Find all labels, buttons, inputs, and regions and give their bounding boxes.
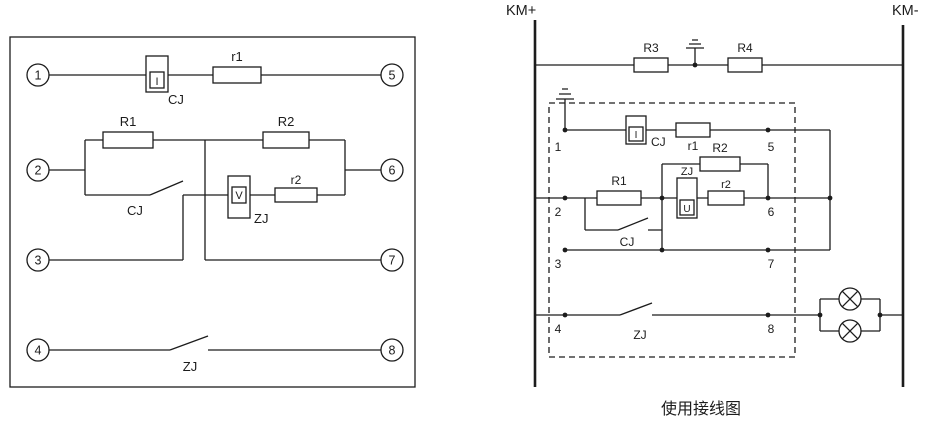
- resistor-r1-label: r1: [231, 49, 243, 64]
- terminal-5-number: 5: [768, 140, 775, 154]
- resistor-R4: [727, 57, 763, 73]
- internal-terminals: 1 2 3 4 5 6 7 8: [26, 63, 404, 362]
- terminal-3-number: 3: [555, 257, 562, 271]
- terminal-3-circle: [26, 248, 50, 272]
- lamp-cross-icon: [841, 290, 859, 308]
- top-row-wires: [535, 39, 903, 66]
- terminal-4-number: 4: [555, 322, 562, 336]
- terminal-6-number: 6: [768, 205, 775, 219]
- resistor-R3: [633, 57, 669, 73]
- terminal-6-circle: [380, 158, 404, 182]
- internal-diagram-border: [9, 36, 416, 388]
- terminal-5-point: [765, 127, 771, 133]
- junction-dot: [659, 195, 665, 201]
- terminal-8-point: [765, 312, 771, 318]
- terminal-3-point: [562, 247, 568, 253]
- bus-km-plus-label: KM+: [506, 3, 536, 19]
- terminal-2-circle: [26, 158, 50, 182]
- resistor-r1: [212, 66, 262, 84]
- ground-symbol: [556, 88, 574, 130]
- terminal-8-number: 8: [389, 344, 396, 358]
- terminal-7-number: 7: [768, 257, 775, 271]
- wiring-diagram: KM+ KM- R3 R4 I CJ r1 R1 R2 U ZJ r2: [506, 3, 919, 418]
- resistor-R2: [262, 131, 310, 149]
- voltage-element-letter: U: [683, 204, 690, 215]
- current-coil-inner-box: [149, 71, 165, 89]
- resistor-R1: [596, 190, 642, 206]
- current-coil-letter: I: [635, 130, 638, 141]
- junction-dot: [817, 312, 823, 318]
- terminal-3-number: 3: [35, 254, 42, 268]
- cj-contact-label: CJ: [620, 235, 635, 249]
- diagram-caption: 使用接线图: [661, 400, 741, 418]
- terminal-2-number: 2: [555, 205, 562, 219]
- junction-dot: [692, 62, 698, 68]
- terminal-7-number: 7: [389, 254, 396, 268]
- resistor-R1: [102, 131, 154, 149]
- resistor-R1-label: R1: [120, 114, 137, 129]
- terminal-1-number: 1: [555, 140, 562, 154]
- resistor-r1-label: r1: [688, 139, 699, 153]
- junction-dot: [659, 247, 665, 253]
- wiring-terminal-numbers: 1 2 3 4 5 6 7 8: [555, 140, 775, 336]
- cj-contact-label: CJ: [127, 203, 143, 218]
- resistor-r1: [675, 122, 711, 138]
- terminal-5-circle: [380, 63, 404, 87]
- resistor-R2: [699, 156, 741, 172]
- terminal-8-number: 8: [768, 322, 775, 336]
- voltage-element-label: ZJ: [681, 166, 693, 178]
- terminal-8-circle: [380, 338, 404, 362]
- cj-contact-blade: [149, 180, 184, 196]
- signal-lamps: [838, 287, 862, 343]
- terminal-1-number: 1: [35, 69, 42, 83]
- voltage-element-inner-box: [679, 199, 695, 216]
- terminal-2-point: [562, 195, 568, 201]
- zj-contact-blade: [169, 335, 209, 351]
- relay-dashed-enclosure: [548, 102, 796, 358]
- resistor-R3-label: R3: [643, 41, 659, 55]
- internal-diagram: I CJ r1 R1 R2 V ZJ r2 CJ ZJ 1 2 3 4 5: [9, 36, 416, 388]
- junction-dot: [827, 195, 833, 201]
- terminal-1-point: [562, 127, 568, 133]
- zj-contact-blade: [619, 302, 653, 316]
- voltage-element-letter: V: [235, 190, 243, 202]
- resistor-R2-label: R2: [278, 114, 295, 129]
- lamp-cross-icon: [841, 322, 859, 340]
- zj-contact-label: ZJ: [633, 328, 646, 342]
- junction-dots: [562, 62, 883, 318]
- resistor-R2-label: R2: [712, 141, 728, 155]
- terminal-6-point: [765, 195, 771, 201]
- terminal-4-point: [562, 312, 568, 318]
- current-coil-label: CJ: [651, 135, 666, 149]
- current-coil-inner-box: [628, 126, 644, 142]
- resistor-r2-label: r2: [291, 173, 302, 187]
- resistor-r2: [707, 190, 745, 206]
- resistor-r2-label: r2: [721, 179, 731, 191]
- cj-contact-blade: [617, 217, 649, 231]
- terminal-5-number: 5: [389, 69, 396, 83]
- voltage-element-label: ZJ: [254, 211, 268, 226]
- terminal-4-circle: [26, 338, 50, 362]
- terminal-2-number: 2: [35, 164, 42, 178]
- terminal-1-circle: [26, 63, 50, 87]
- junction-dot: [877, 312, 883, 318]
- current-coil-letter: I: [155, 76, 158, 88]
- resistor-R4-label: R4: [737, 41, 753, 55]
- zj-contact-label: ZJ: [183, 359, 197, 374]
- current-coil-label: CJ: [168, 92, 184, 107]
- terminal-7-circle: [380, 248, 404, 272]
- bus-km-minus-label: KM-: [892, 3, 919, 19]
- resistor-R1-label: R1: [611, 174, 627, 188]
- resistor-r2: [274, 187, 318, 203]
- terminal-6-number: 6: [389, 164, 396, 178]
- voltage-element-inner-box: [231, 186, 247, 204]
- terminal-4-number: 4: [35, 344, 42, 358]
- terminal-7-point: [765, 247, 771, 253]
